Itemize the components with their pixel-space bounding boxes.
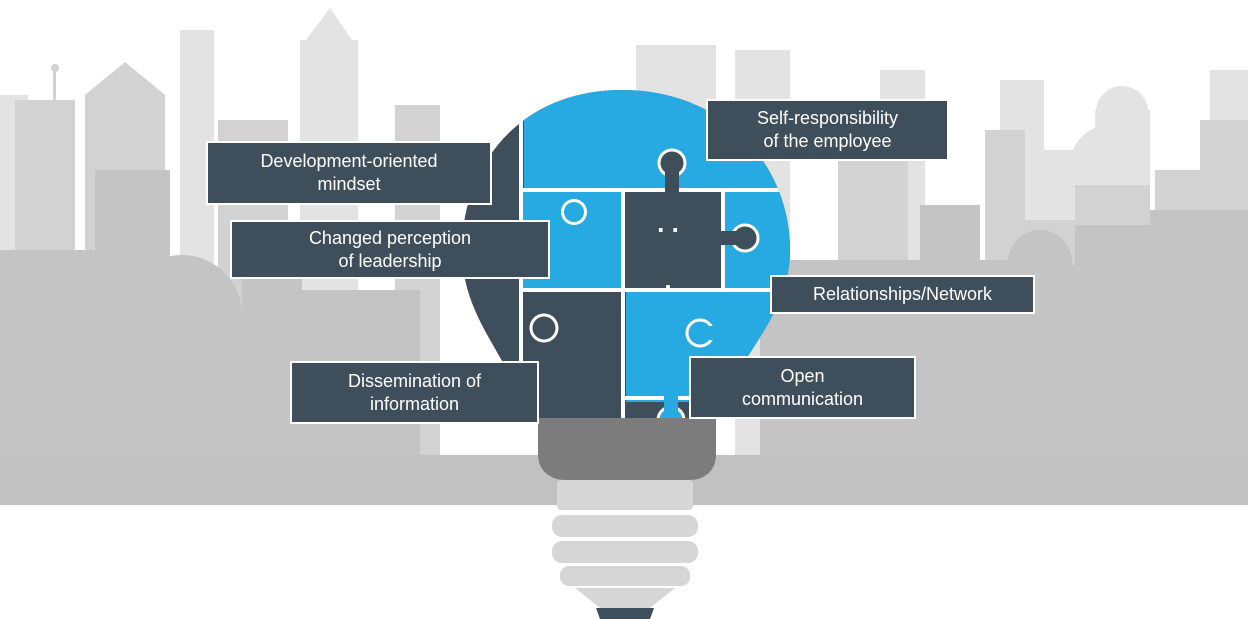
- label-self-responsibility: Self-responsibility of the employee: [706, 99, 949, 161]
- label-changed-perception-line1: Changed perception: [308, 227, 472, 248]
- label-dissemination: Dissemination of information: [290, 361, 539, 424]
- label-self-responsibility-line1: Self-responsibility: [756, 108, 899, 128]
- bulb-tip: [596, 608, 654, 619]
- label-relationships-network: Relationships/Network: [770, 275, 1035, 314]
- label-dissemination-line2: information: [369, 393, 460, 414]
- label-changed-perception-line2: of leadership: [338, 250, 442, 271]
- bulb-center-dot: .: [664, 265, 671, 295]
- puzzle-piece-dark-center: [626, 192, 721, 288]
- bulb-center-dots: . .: [657, 208, 679, 238]
- label-open-communication-line1: Open: [780, 365, 825, 386]
- label-open-communication: Open communication: [689, 356, 916, 419]
- label-changed-perception: Changed perception of leadership: [230, 220, 550, 279]
- label-self-responsibility-line2: of the employee: [763, 131, 892, 151]
- label-relationships-network-line1: Relationships/Network: [812, 284, 993, 304]
- label-development-oriented-line2: mindset: [317, 174, 381, 194]
- label-development-oriented: Development-oriented mindset: [206, 141, 492, 205]
- label-open-communication-line2: communication: [741, 388, 864, 409]
- label-dissemination-line1: Dissemination of: [347, 370, 482, 391]
- bulb-neck: [538, 418, 716, 480]
- label-development-oriented-line1: Development-oriented: [260, 151, 438, 171]
- bulb-screw-base: [552, 480, 698, 608]
- puzzle-knobs: [529, 148, 760, 418]
